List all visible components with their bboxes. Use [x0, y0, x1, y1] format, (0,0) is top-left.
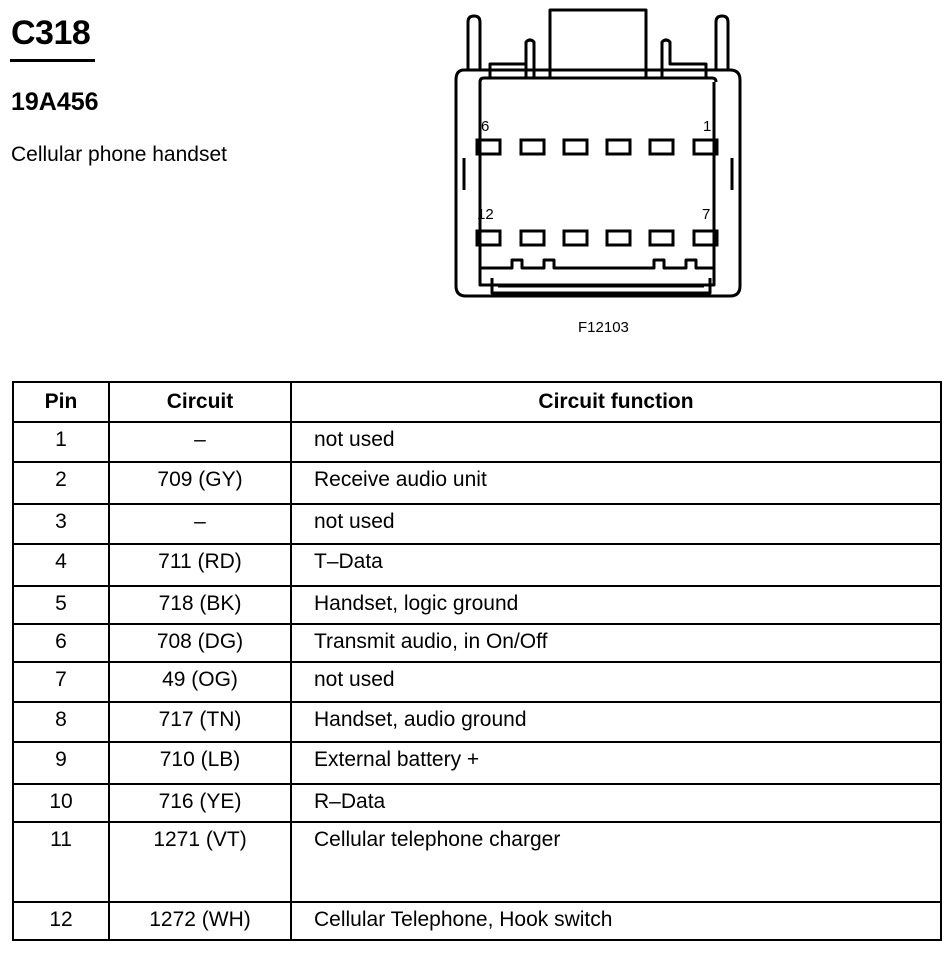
table-row: 8 717 (TN) Handset, audio ground	[12, 701, 942, 743]
cell-function: R–Data	[290, 783, 942, 823]
cell-circuit: 711 (RD)	[108, 543, 292, 587]
table-row: 1 – not used	[12, 421, 942, 463]
connector-housing-outline	[454, 68, 742, 298]
cell-pin: 10	[12, 783, 110, 823]
cell-pin: 11	[12, 821, 110, 903]
cell-function: Receive audio unit	[290, 461, 942, 505]
table-row: 5 718 (BK) Handset, logic ground	[12, 585, 942, 625]
cell-function: Cellular telephone charger	[290, 821, 942, 903]
connector-face-diagram: 6 1 12 7	[454, 8, 742, 298]
table-row: 12 1272 (WH) Cellular Telephone, Hook sw…	[12, 901, 942, 941]
pin-label-12: 12	[477, 206, 494, 223]
cell-circuit: 49 (OG)	[108, 661, 292, 703]
table-row: 3 – not used	[12, 503, 942, 545]
cell-circuit: 710 (LB)	[108, 741, 292, 785]
cell-pin: 6	[12, 623, 110, 663]
cell-function: T–Data	[290, 543, 942, 587]
part-number: 19A456	[11, 88, 99, 116]
cell-function: not used	[290, 503, 942, 545]
cell-circuit: 717 (TN)	[108, 701, 292, 743]
header-pin: Pin	[12, 381, 110, 423]
cell-function: External battery +	[290, 741, 942, 785]
table-row: 2 709 (GY) Receive audio unit	[12, 461, 942, 505]
cell-pin: 2	[12, 461, 110, 505]
table-row: 11 1271 (VT) Cellular telephone charger	[12, 821, 942, 903]
pin-label-6: 6	[481, 118, 489, 135]
cell-pin: 5	[12, 585, 110, 625]
connector-description: Cellular phone handset	[11, 143, 227, 166]
cell-function: Cellular Telephone, Hook switch	[290, 901, 942, 941]
cell-circuit: –	[108, 503, 292, 545]
cell-pin: 1	[12, 421, 110, 463]
cell-circuit: 1271 (VT)	[108, 821, 292, 903]
cell-circuit: –	[108, 421, 292, 463]
cell-circuit: 709 (GY)	[108, 461, 292, 505]
connector-id: C318	[11, 14, 91, 52]
cell-pin: 4	[12, 543, 110, 587]
title-underline	[10, 59, 95, 62]
table-row: 9 710 (LB) External battery +	[12, 741, 942, 785]
cell-pin: 7	[12, 661, 110, 703]
table-row: 10 716 (YE) R–Data	[12, 783, 942, 823]
header-circuit: Circuit	[108, 381, 292, 423]
figure-id: F12103	[578, 319, 629, 336]
latch-outline	[548, 8, 648, 40]
pinout-table: Pin Circuit Circuit function 1 – not use…	[12, 381, 942, 941]
pin-label-7: 7	[702, 206, 710, 223]
cell-function: not used	[290, 421, 942, 463]
header-circuit-function: Circuit function	[290, 381, 942, 423]
cell-pin: 12	[12, 901, 110, 941]
pin-cavities	[475, 138, 719, 247]
table-row: 6 708 (DG) Transmit audio, in On/Off	[12, 623, 942, 663]
cell-pin: 3	[12, 503, 110, 545]
table-header-row: Pin Circuit Circuit function	[12, 381, 942, 423]
cell-function: Transmit audio, in On/Off	[290, 623, 942, 663]
cell-function: Handset, logic ground	[290, 585, 942, 625]
cell-function: Handset, audio ground	[290, 701, 942, 743]
cell-pin: 8	[12, 701, 110, 743]
cell-circuit: 708 (DG)	[108, 623, 292, 663]
cell-circuit: 716 (YE)	[108, 783, 292, 823]
pin-label-1: 1	[703, 118, 711, 135]
cell-circuit: 1272 (WH)	[108, 901, 292, 941]
cell-pin: 9	[12, 741, 110, 785]
cell-circuit: 718 (BK)	[108, 585, 292, 625]
cell-function: not used	[290, 661, 942, 703]
table-row: 7 49 (OG) not used	[12, 661, 942, 703]
table-row: 4 711 (RD) T–Data	[12, 543, 942, 587]
